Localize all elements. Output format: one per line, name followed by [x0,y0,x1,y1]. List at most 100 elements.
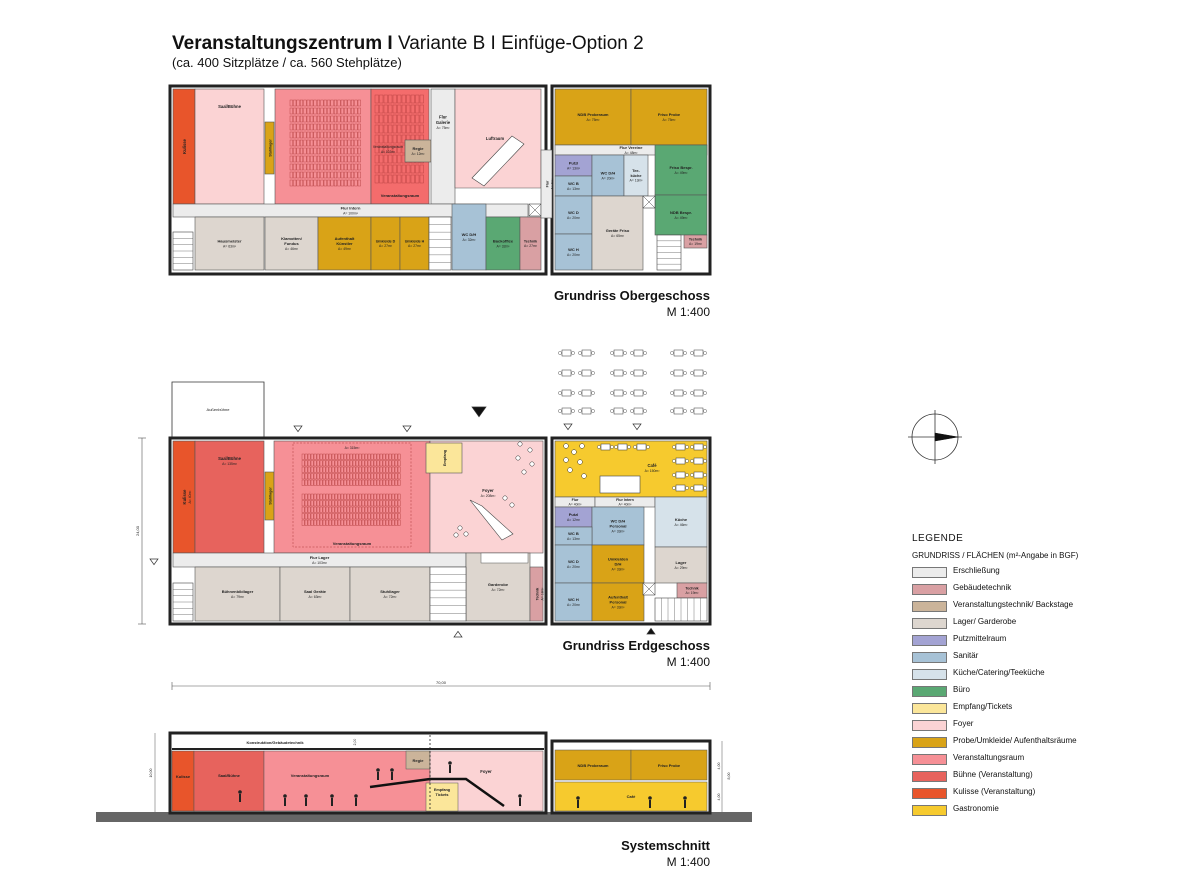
seat [337,473,341,480]
seat [410,104,415,114]
eg-caption-scale: M 1:400 [666,655,710,669]
room [630,88,708,146]
seat [313,473,317,480]
room-label: Technik [536,588,540,601]
seat [401,134,406,144]
seat [355,460,359,467]
seat [346,473,350,480]
person [448,761,452,765]
seat [330,139,334,147]
seat [334,123,338,131]
room-area: A= 40m² [619,503,633,507]
seat [357,139,361,147]
seat [354,139,358,147]
room-label: WC D/H [611,518,626,523]
seat [347,171,351,179]
seat [347,139,351,147]
room-area: A= 49m² [675,171,689,175]
seat [388,164,393,174]
seat [379,94,384,104]
room-label: D/H [615,561,622,566]
seat [307,453,311,460]
seat [388,500,392,507]
seat [388,174,393,184]
seat [337,131,341,139]
legend-label: Lager/ Garderobe [953,617,1017,626]
legend-item: Veranstaltungsraum [912,753,1092,770]
seat [323,163,327,171]
seat [317,131,321,139]
seat [415,174,420,184]
seat [293,99,297,107]
seat [419,114,424,124]
legend-title: LEGENDE [912,533,964,544]
seat [320,179,324,187]
seat [320,147,324,155]
seat [397,506,401,513]
dimension-depth: 24,00 [135,525,140,536]
seat [306,131,310,139]
seat [347,115,351,123]
seat [379,500,383,507]
room-area: A= 20m² [567,603,581,607]
seat [383,114,388,124]
person [354,794,358,798]
seat [293,115,297,123]
seat [334,460,338,467]
seat [394,513,398,520]
seat [382,466,386,473]
seat [382,493,386,500]
seat [296,163,300,171]
seat [300,155,304,163]
seat [316,519,320,526]
legend-item: Küche/Catering/Teeküche [912,668,1092,685]
seat [328,460,332,467]
legend-label: Foyer [953,719,974,728]
room [485,216,521,271]
seat [352,506,356,513]
seat [313,493,317,500]
table [613,349,624,357]
seat [300,179,304,187]
seat [347,147,351,155]
seat [379,134,384,144]
room-label: küche [631,174,642,178]
seat [379,460,383,467]
seat [397,453,401,460]
seat [320,107,324,115]
room [591,582,645,622]
seat [392,144,397,154]
room-area: A= 72m² [492,588,506,592]
seat [293,179,297,187]
seat [373,460,377,467]
legend-item: Kulisse (Veranstaltung) [912,787,1092,804]
legend-label: Probe/Umkleide/ Aufenthaltsräume [953,736,1077,745]
room-label: Flur Vereine [620,145,644,150]
person [238,790,242,794]
seat [313,479,317,486]
seat [304,506,308,513]
room-label: Konstruktion/Gebäudetechnik [246,740,304,745]
seat [379,493,383,500]
furniture [502,495,508,501]
seat [306,171,310,179]
seat [313,460,317,467]
seat [313,513,317,520]
seat [383,164,388,174]
table [675,484,686,492]
seat [322,500,326,507]
legend-swatch [912,788,947,799]
room-area: A= 13m² [567,187,581,191]
seat [391,500,395,507]
seat [388,466,392,473]
seat [361,479,365,486]
seat [319,453,323,460]
table [673,369,684,377]
seat [379,466,383,473]
seat [383,94,388,104]
seat [322,460,326,467]
table [675,471,686,479]
room-area: A= 315m² [345,446,361,450]
room-area: A= 20m² [567,565,581,569]
seat [293,107,297,115]
